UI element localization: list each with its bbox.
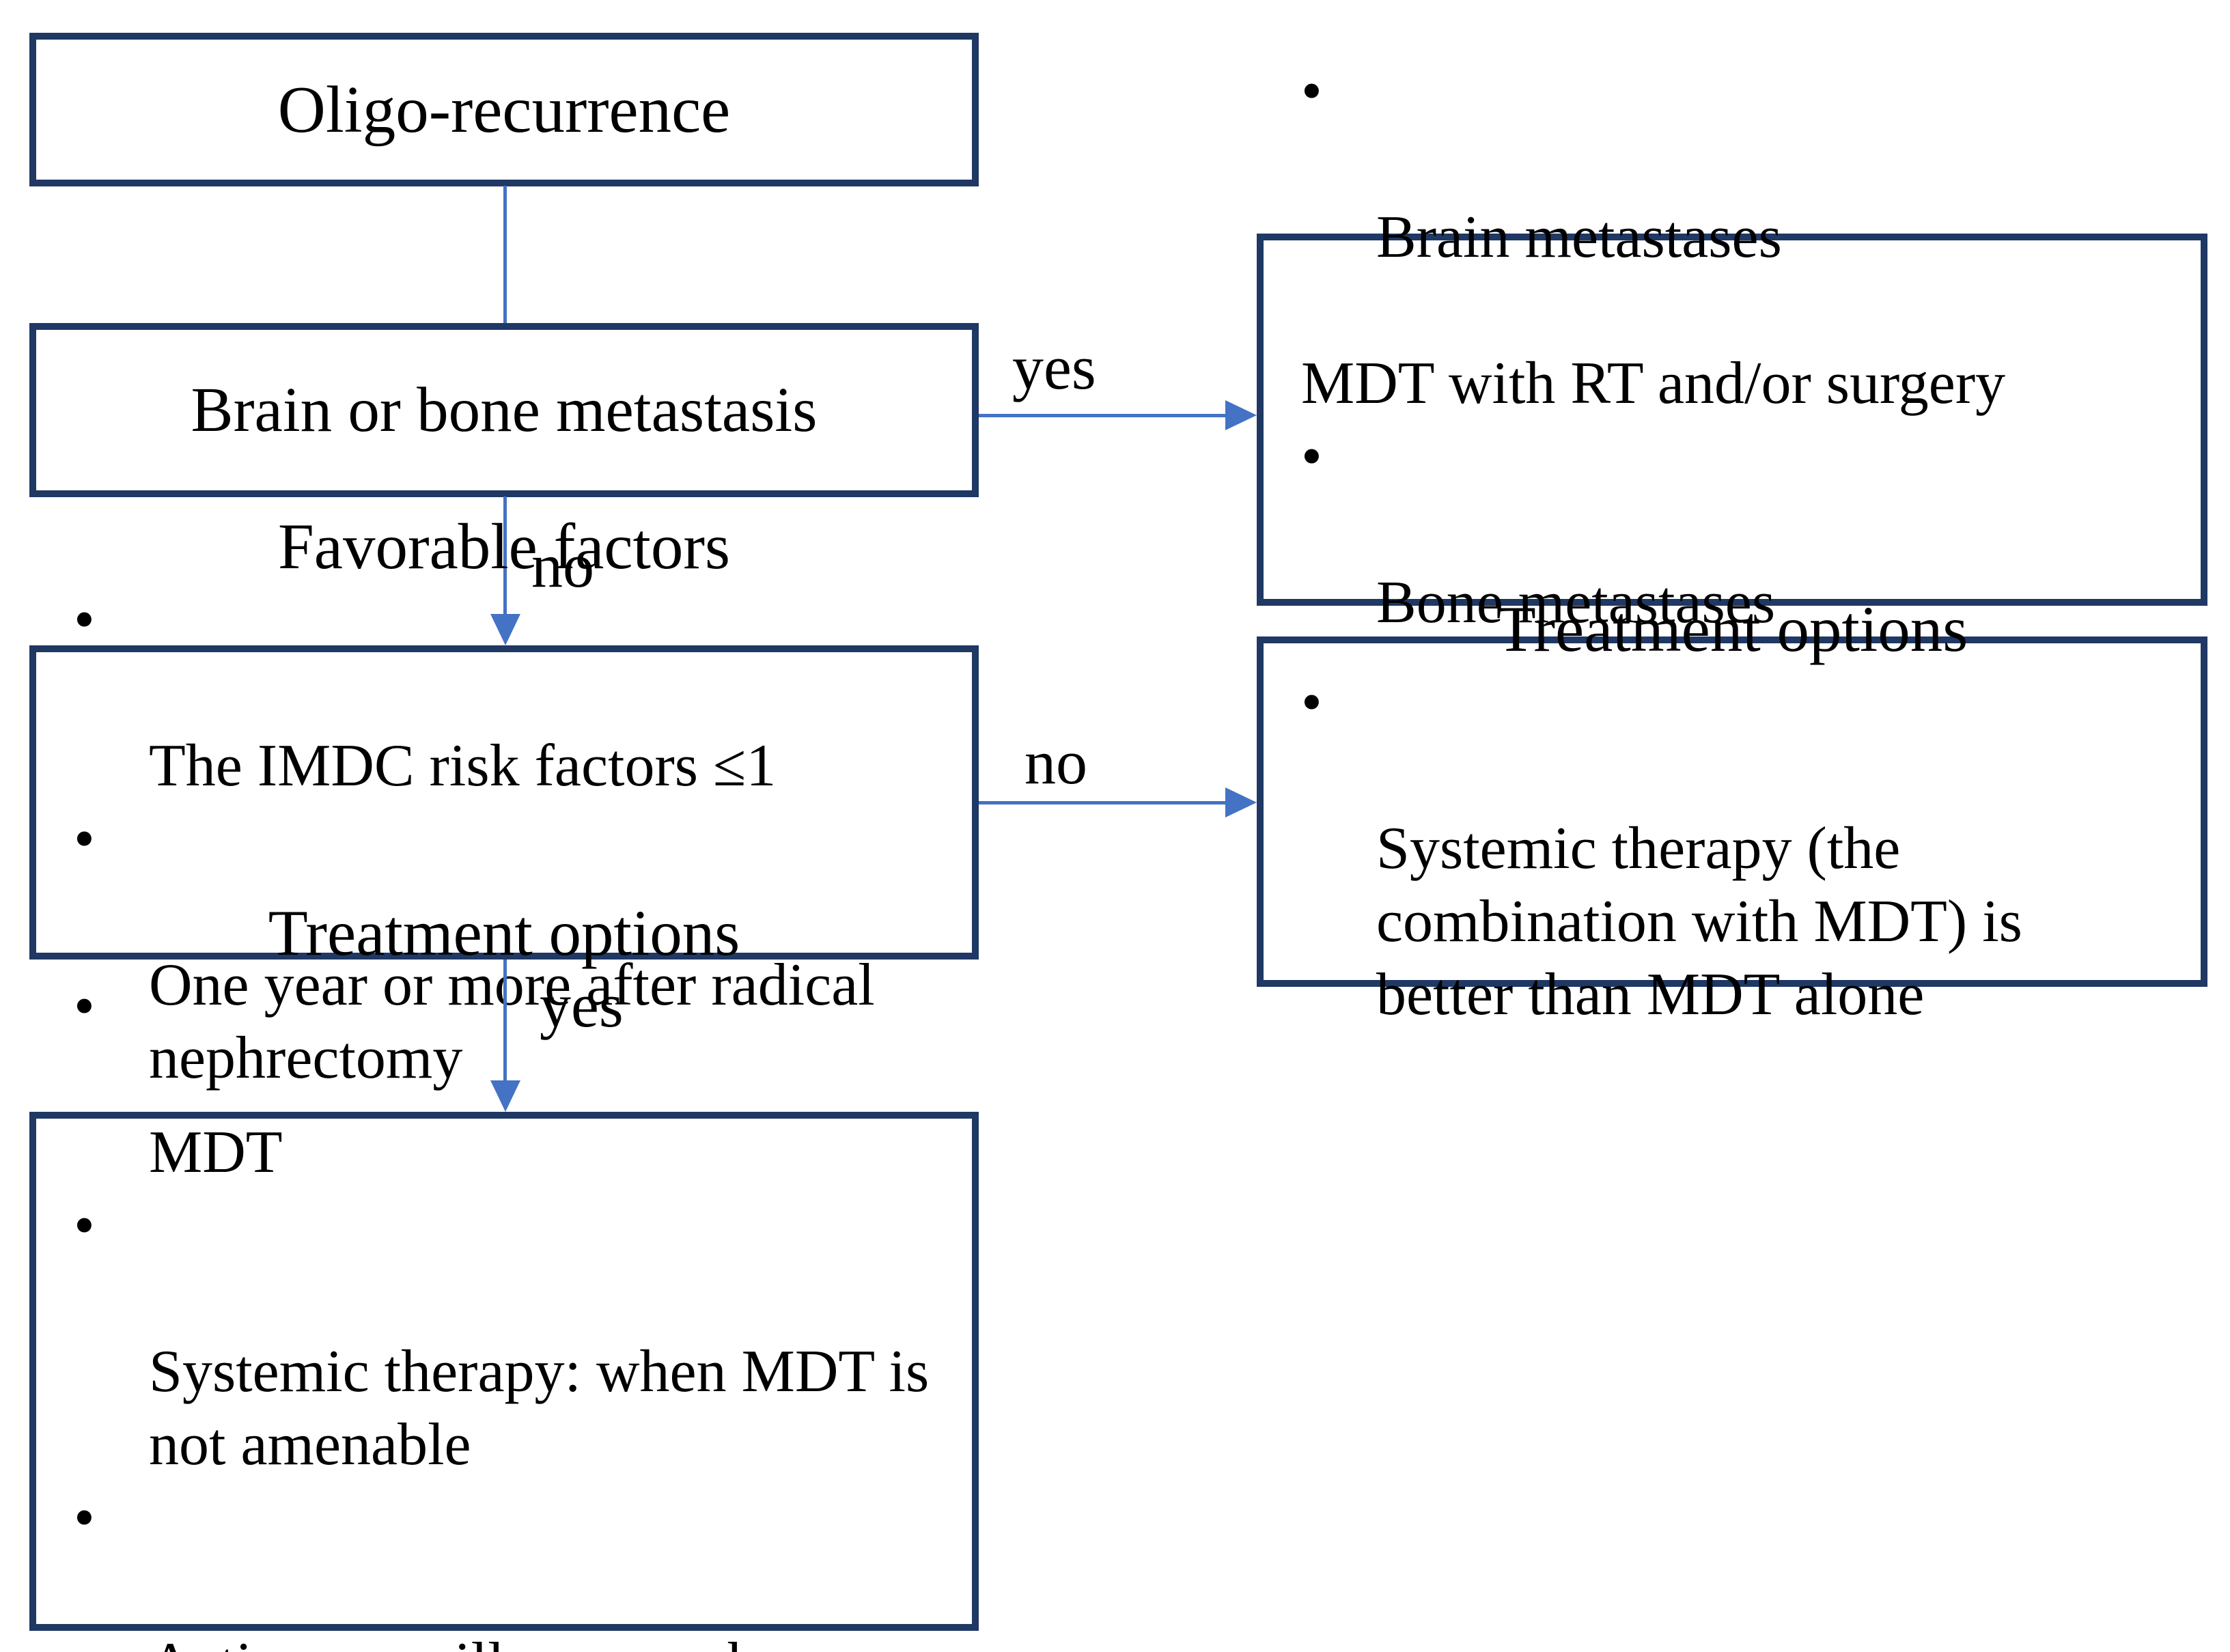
bullet-marker: • — [74, 972, 95, 1039]
list-item: • Active surveillance can be offered aft… — [36, 1481, 972, 1652]
list-item: MDT with RT and/or surgery — [1264, 274, 2201, 420]
bullet-marker: • — [1301, 57, 1322, 124]
list-item-text: MDT — [149, 1119, 283, 1186]
bullet-marker: • — [74, 806, 95, 872]
bullet-marker: • — [74, 1192, 95, 1259]
arrow-favorable-no — [979, 801, 1229, 804]
metastases-management-box: • Brain metastases MDT with RT and/or su… — [1257, 58, 2207, 782]
list-item-text: Active surveillance can be offered after… — [149, 1631, 834, 1652]
treatment-options-unfavorable-box: Treatment options • Systemic therapy (th… — [1257, 593, 2207, 1028]
list-item: • Systemic therapy (the combination with… — [1264, 666, 2201, 1031]
oligo-recurrence-label: Oligo-recurrence — [277, 73, 731, 146]
edge-label-no-brainbone: no — [531, 531, 594, 600]
bullet-marker: • — [74, 1484, 95, 1551]
favorable-factors-title: Favorable factors — [277, 510, 731, 583]
list-item: • Brain metastases — [1264, 55, 2201, 274]
bullet-marker: • — [1301, 423, 1322, 490]
arrow-brainbone-yes — [979, 414, 1229, 417]
edge-label-no-favorable: no — [1025, 727, 1087, 797]
arrowhead-favorable-yes — [490, 1080, 520, 1112]
list-item-text: Systemic therapy: when MDT is not amenab… — [149, 1338, 930, 1478]
treatment-options-favorable-box: Treatment options • MDT • Systemic thera… — [29, 897, 979, 1652]
arrowhead-brainbone-yes — [1225, 400, 1257, 430]
list-item-text: Brain metastases — [1376, 204, 1782, 270]
treatment-options-title: Treatment options — [1496, 592, 1968, 665]
list-item-text: The IMDC risk factors ≤1 — [149, 733, 777, 799]
oligo-recurrence-box: Oligo-recurrence — [29, 33, 979, 186]
bullet-marker: • — [74, 587, 95, 653]
list-item-text: MDT with RT and/or surgery — [1301, 350, 2006, 417]
list-item-text: Bone metastases — [1376, 569, 1776, 636]
list-item-text: Systemic therapy (the combination with M… — [1376, 815, 2022, 1028]
treatment-options-title: Treatment options — [268, 896, 740, 969]
list-item: • Bone metastases — [1264, 420, 2201, 639]
list-item-text: One year or more after radical nephrecto… — [149, 952, 875, 1091]
brain-bone-metastasis-label: Brain or bone metastasis — [191, 375, 818, 445]
edge-label-yes-brainbone: yes — [1012, 333, 1096, 402]
connector-oligo-to-brainbone — [503, 186, 507, 323]
favorable-factors-box: Favorable factors • The IMDC risk factor… — [29, 510, 979, 1091]
list-item: • Systemic therapy: when MDT is not amen… — [36, 1189, 972, 1481]
list-item: • MDT — [36, 970, 972, 1189]
brain-bone-metastasis-box: Brain or bone metastasis — [29, 323, 979, 497]
list-item: • The IMDC risk factors ≤1 — [36, 583, 972, 802]
arrowhead-brainbone-no — [490, 614, 520, 645]
arrow-brainbone-no — [503, 496, 507, 616]
arrowhead-favorable-no — [1225, 787, 1257, 817]
bullet-marker: • — [1301, 669, 1322, 736]
list-item: • One year or more after radical nephrec… — [36, 802, 972, 1095]
edge-label-yes-favorable: yes — [540, 970, 624, 1040]
arrow-favorable-yes — [503, 960, 507, 1082]
